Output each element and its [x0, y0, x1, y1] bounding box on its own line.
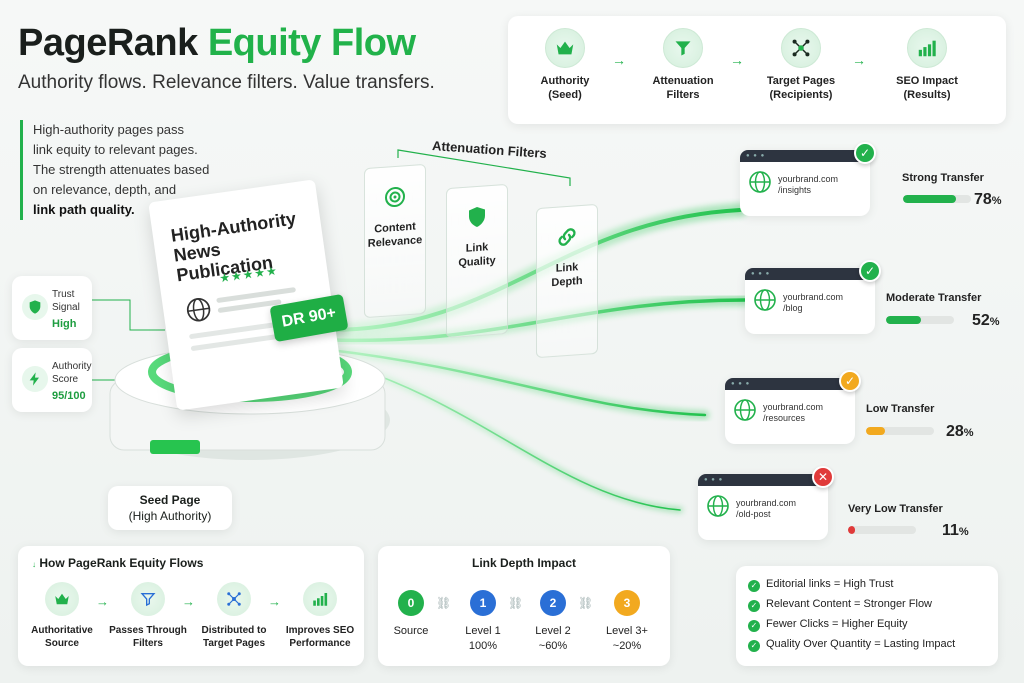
transfer-label: Moderate Transfer: [886, 292, 982, 304]
page-title: PageRank Equity Flow: [18, 22, 416, 64]
bar-chart-icon: [303, 582, 337, 616]
check-icon: ✓: [748, 580, 760, 592]
globe-icon: [749, 171, 771, 193]
network-icon: [781, 28, 821, 68]
tip-item: ✓Editorial links = High Trust: [748, 578, 893, 592]
transfer-meter-fill: [866, 427, 886, 435]
tip-item: ✓Relevant Content = Stronger Flow: [748, 598, 932, 612]
arrow-icon: →: [852, 52, 866, 68]
shield-icon: [22, 294, 48, 320]
transfer-meter-fill: [886, 316, 922, 324]
arrow-icon: →: [730, 52, 744, 68]
depth-node: 3: [614, 590, 640, 616]
key-takeaways-card: ✓Editorial links = High Trust ✓Relevant …: [736, 566, 998, 666]
target-url: yourbrand.com/insights: [778, 174, 839, 195]
globe-icon: [754, 289, 776, 311]
tip-item: ✓Fewer Clicks = Higher Equity: [748, 618, 908, 632]
shield-icon: [469, 207, 485, 227]
how-title: ↓ How PageRank Equity Flows: [32, 556, 204, 570]
legend-targets: Target Pages(Recipients): [756, 28, 846, 102]
transfer-percent: 52%: [972, 312, 1000, 329]
check-icon: ✓: [859, 260, 881, 282]
target-url: yourbrand.com/blog: [783, 292, 844, 313]
depth-label: Source: [393, 625, 429, 637]
arrow-icon: →: [612, 52, 626, 68]
tip-item: ✓Quality Over Quantity = Lasting Impact: [748, 638, 955, 652]
check-icon: ✓: [748, 600, 760, 612]
chain-link-icon: ⛓: [436, 596, 452, 610]
network-icon: [217, 582, 251, 616]
target-url: yourbrand.com/old-post: [736, 498, 797, 519]
cross-icon: ✕: [812, 466, 834, 488]
transfer-percent: 78%: [974, 191, 1002, 208]
chain-link-icon: ⛓: [578, 596, 594, 610]
transfer-percent: 11%: [942, 522, 969, 539]
browser-bar: ● ● ●: [698, 474, 828, 486]
crown-icon: [45, 582, 79, 616]
transfer-label: Low Transfer: [866, 403, 935, 415]
target-url: yourbrand.com/resources: [763, 402, 824, 423]
chain-link-icon: ⛓: [508, 596, 524, 610]
transfer-meter: [848, 526, 916, 534]
transfer-meter: [866, 427, 934, 435]
legend-authority: Authority(Seed): [520, 28, 610, 102]
target-page-card: ● ● ● yourbrand.com/blog ✓: [745, 260, 881, 334]
legend-impact: SEO Impact(Results): [882, 28, 972, 102]
transfer-percent: 28%: [946, 423, 974, 440]
lightning-icon: [22, 366, 48, 392]
arrow-icon: →: [268, 594, 281, 609]
browser-bar: ● ● ●: [745, 268, 875, 280]
globe-icon: [707, 495, 729, 517]
seed-page-label: Seed Page (High Authority): [108, 486, 232, 530]
target-icon: [385, 186, 405, 208]
intro-text: High-authority pages pass link equity to…: [20, 120, 230, 220]
arrow-icon: →: [182, 594, 195, 609]
link-depth-title: Link Depth Impact: [471, 556, 576, 570]
depth-label: Level 2~60%: [535, 625, 571, 652]
link-icon: [558, 228, 576, 246]
transfer-meter-fill: [848, 526, 856, 534]
browser-bar: ● ● ●: [725, 378, 855, 390]
page-subtitle: Authority flows. Relevance filters. Valu…: [18, 72, 435, 93]
depth-label: Level 3+~20%: [606, 625, 648, 652]
transfer-meter: [886, 316, 954, 324]
browser-bar: ● ● ●: [740, 150, 870, 162]
depth-node: 0: [398, 590, 424, 616]
check-icon: ✓: [854, 142, 876, 164]
arrow-icon: →: [96, 594, 109, 609]
check-icon: ✓: [748, 620, 760, 632]
transfer-label: Strong Transfer: [902, 172, 984, 184]
funnel-icon: [663, 28, 703, 68]
check-icon: ✓: [839, 370, 861, 392]
crown-icon: [545, 28, 585, 68]
globe-icon: [186, 298, 211, 322]
transfer-meter-fill: [903, 195, 957, 203]
target-page-card: ● ● ● yourbrand.com/insights ✓: [740, 142, 876, 216]
transfer-label: Very Low Transfer: [848, 503, 943, 515]
depth-node: 2: [540, 590, 566, 616]
bar-chart-icon: [907, 28, 947, 68]
target-page-card: ● ● ● yourbrand.com/resources ✓: [725, 370, 861, 444]
check-icon: ✓: [748, 640, 760, 652]
how-equity-flows-card: ↓ How PageRank Equity Flows Authoritativ…: [18, 546, 364, 666]
target-page-card: ● ● ● yourbrand.com/old-post ✕: [698, 466, 834, 540]
funnel-icon: [131, 582, 165, 616]
depth-node: 1: [470, 590, 496, 616]
transfer-meter: [903, 195, 971, 203]
globe-icon: [734, 399, 756, 421]
